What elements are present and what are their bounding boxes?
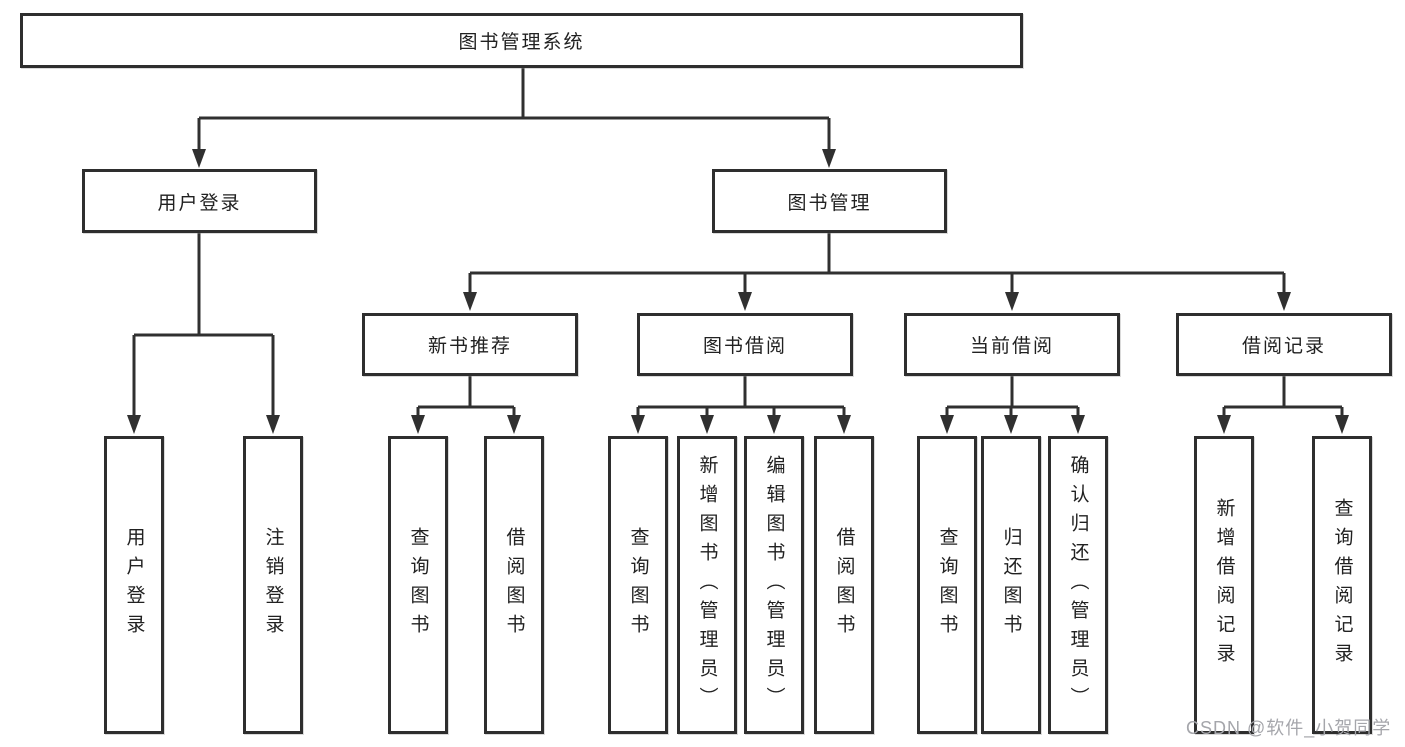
connector-book-borrow-leaves [631, 376, 851, 434]
leaf-user-login-label: 用户登录 [123, 527, 145, 643]
node-new-book-rec: 新书推荐 [362, 313, 578, 376]
connector-borrow-records-leaves [1217, 376, 1349, 434]
node-current-borrow: 当前借阅 [904, 313, 1120, 376]
leaf-current-return-book-label: 归还图书 [1000, 527, 1022, 643]
node-new-book-rec-label: 新书推荐 [427, 336, 512, 357]
leaf-newrec-query-book-label: 查询图书 [407, 527, 429, 643]
leaf-newrec-query-book: 查询图书 [388, 436, 448, 734]
leaf-current-confirm-return-admin-label: 确认归还（管理员） [1067, 454, 1089, 716]
leaf-borrow-borrow-book: 借阅图书 [814, 436, 874, 734]
leaf-borrow-query-book: 查询图书 [608, 436, 668, 734]
leaf-newrec-borrow-book: 借阅图书 [484, 436, 544, 734]
node-book-mgmt-label: 图书管理 [787, 192, 872, 214]
leaf-borrow-borrow-book-label: 借阅图书 [833, 527, 855, 643]
node-book-borrow: 图书借阅 [637, 313, 853, 376]
leaf-borrow-add-book-admin-label: 新增图书（管理员） [696, 454, 718, 716]
leaf-borrow-edit-book-admin-label: 编辑图书（管理员） [763, 454, 785, 716]
connector-new-book-leaves [411, 376, 521, 434]
node-borrow-records-label: 借阅记录 [1241, 336, 1326, 357]
node-borrow-records: 借阅记录 [1176, 313, 1392, 376]
node-user-login-label: 用户登录 [157, 192, 242, 214]
leaf-logout: 注销登录 [243, 436, 303, 734]
node-user-login: 用户登录 [82, 169, 317, 233]
node-current-borrow-label: 当前借阅 [969, 336, 1054, 357]
leaf-records-add-record-label: 新增借阅记录 [1213, 498, 1235, 672]
node-book-borrow-label: 图书借阅 [702, 336, 787, 357]
leaf-records-query-record: 查询借阅记录 [1312, 436, 1372, 734]
leaf-logout-label: 注销登录 [262, 527, 284, 643]
connector-book-mgmt-to-groups [463, 233, 1291, 311]
connector-root-to-level2 [192, 68, 836, 168]
leaf-borrow-edit-book-admin: 编辑图书（管理员） [744, 436, 804, 734]
leaf-borrow-add-book-admin: 新增图书（管理员） [677, 436, 737, 734]
leaf-records-add-record: 新增借阅记录 [1194, 436, 1254, 734]
node-root-label: 图书管理系统 [458, 32, 585, 53]
leaf-newrec-borrow-book-label: 借阅图书 [503, 527, 525, 643]
leaf-borrow-query-book-label: 查询图书 [627, 527, 649, 643]
watermark: CSDN @软件_小贺同学 [1186, 718, 1392, 738]
leaf-records-query-record-label: 查询借阅记录 [1331, 498, 1353, 672]
node-book-mgmt: 图书管理 [712, 169, 947, 233]
leaf-current-query-book-label: 查询图书 [936, 527, 958, 643]
leaf-current-query-book: 查询图书 [917, 436, 977, 734]
node-root: 图书管理系统 [20, 13, 1023, 68]
leaf-current-confirm-return-admin: 确认归还（管理员） [1048, 436, 1108, 734]
connector-current-borrow-leaves [940, 376, 1085, 434]
connector-user-login-leaves [127, 233, 280, 434]
leaf-user-login: 用户登录 [104, 436, 164, 734]
leaf-current-return-book: 归还图书 [981, 436, 1041, 734]
